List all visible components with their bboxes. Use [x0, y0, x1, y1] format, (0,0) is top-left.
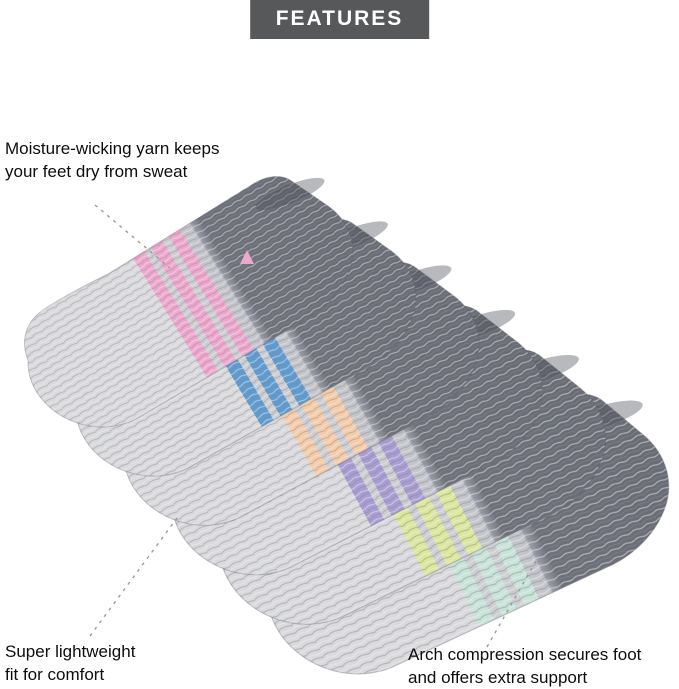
features-badge: FEATURES [249, 0, 430, 39]
features-badge-label: FEATURES [275, 7, 404, 30]
annotation-lightweight: Super lightweight fit for comfort [5, 640, 135, 686]
annotation-moisture-line1: Moisture-wicking yarn keeps [5, 139, 220, 158]
leader-line-lightweight [89, 517, 178, 637]
leader-line-arch [486, 560, 537, 648]
sock-pink [24, 176, 354, 428]
annotation-arch-line1: Arch compression secures foot [408, 645, 642, 664]
annotation-moisture-line2: your feet dry from sweat [5, 162, 188, 181]
sock-heather-texture [24, 176, 353, 427]
annotation-moisture: Moisture-wicking yarn keeps your feet dr… [5, 137, 219, 183]
sock-opening [255, 177, 325, 211]
sock-logo [240, 250, 254, 264]
annotation-arch: Arch compression secures foot and offers… [408, 643, 641, 689]
leader-line-moisture [94, 204, 171, 269]
annotation-arch-line2: and offers extra support [408, 668, 588, 687]
socks-illustration [24, 176, 670, 675]
annotation-lightweight-line1: Super lightweight [5, 642, 136, 661]
annotation-lightweight-line2: fit for comfort [5, 665, 105, 684]
